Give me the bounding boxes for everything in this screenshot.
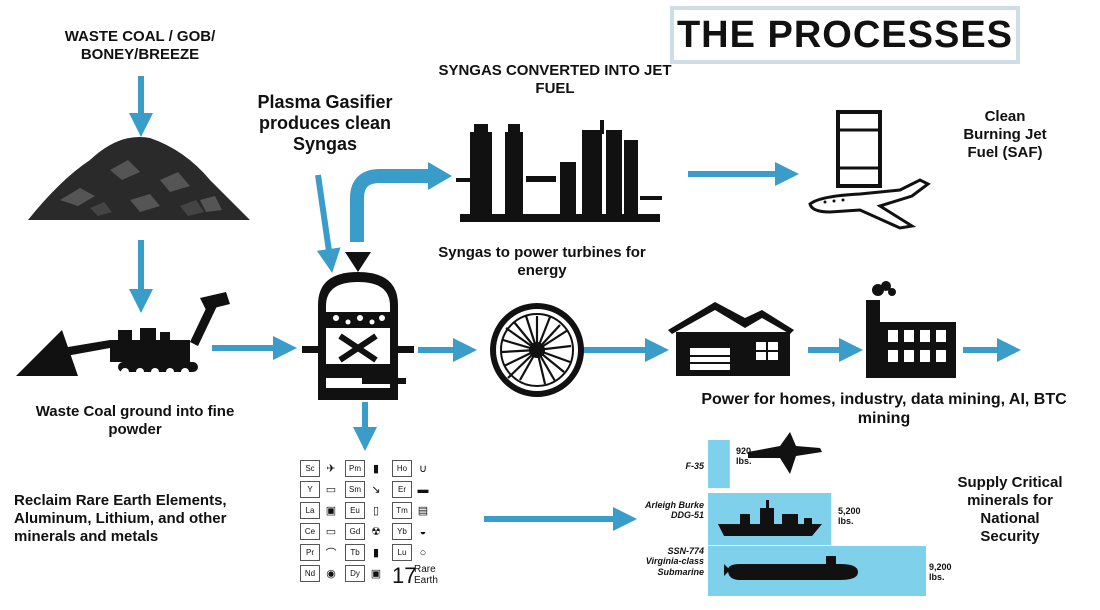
fighter-jet-icon — [748, 432, 822, 474]
element-icon: ◉ — [326, 568, 336, 580]
bar-value-ssn774: 9,200 lbs. — [929, 562, 952, 583]
refinery-icon — [456, 120, 662, 222]
syngas-power-label: Syngas to power turbines for energy — [438, 244, 646, 279]
element-cell-la: La — [300, 502, 320, 519]
submarine-icon — [724, 556, 858, 580]
syngas-jet-label: SYNGAS CONVERTED INTO JET FUEL — [438, 62, 672, 97]
element-cell-sc: Sc — [300, 460, 320, 477]
element-cell-eu: Eu — [345, 502, 365, 519]
clean-fuel-label: Clean Burning Jet Fuel (SAF) — [963, 108, 1047, 161]
element-cell-yb: Yb — [392, 523, 412, 540]
element-cell-er: Er — [392, 481, 412, 498]
element-icon: ∪ — [418, 463, 428, 475]
chart-bar-0 — [708, 440, 730, 488]
ground-powder-label: Waste Coal ground into fine powder — [35, 403, 235, 438]
element-cell-ho: Ho — [392, 460, 412, 477]
plasma-gasifier-icon — [302, 252, 414, 400]
element-icon: ▮ — [372, 547, 380, 559]
element-cell-tm: Tm — [392, 502, 412, 519]
turbine-icon — [490, 303, 584, 397]
airplane-icon — [808, 110, 931, 230]
element-icon: ▭ — [325, 484, 337, 496]
destroyer-ship-icon — [718, 500, 822, 536]
plasma-gasifier-label: Plasma Gasifier produces clean Syngas — [257, 92, 393, 155]
power-homes-label: Power for homes, industry, data mining, … — [701, 391, 1067, 428]
element-cell-tb: Tb — [345, 544, 365, 561]
rare-earth-count-label: Rare Earth — [414, 564, 438, 586]
element-cell-pm: Pm — [345, 460, 365, 477]
element-icon: ▬ — [417, 483, 429, 496]
bar-label-ddg51: Arleigh Burke DDG-51 — [644, 500, 704, 521]
reclaim-label: Reclaim Rare Earth Elements, Aluminum, L… — [14, 492, 227, 545]
arrow-syngas-up — [350, 169, 430, 242]
element-cell-sm: Sm — [345, 481, 365, 498]
element-icon: ◒ — [419, 525, 427, 538]
rare-earth-table: Sc ✈ Y ▭ La ▣ Ce ▭ Pr ⌒ Nd ◉ Pm ▮ Sm ↘ Eu ▯ Gd ☢ Tb ▮ Dy ▣ Ho ∪ Er… — [295, 458, 445, 588]
element-icon: ▣ — [325, 505, 337, 517]
element-icon: ☢ — [371, 526, 381, 538]
element-cell-dy: Dy — [345, 565, 365, 582]
coal-pile-icon — [28, 136, 250, 220]
element-cell-y: Y — [300, 481, 320, 498]
waste-coal-label: WASTE COAL / GOB/ BONEY/BREEZE — [64, 28, 216, 63]
element-icon: ⌒ — [325, 547, 337, 560]
element-icon: ▤ — [417, 505, 429, 517]
bar-value-f35: 920 lbs. — [736, 446, 752, 467]
supply-minerals-label: Supply Critical minerals for National Se… — [957, 474, 1063, 545]
bar-value-ddg51: 5,200 lbs. — [838, 506, 861, 527]
bar-label-ssn774: SSN-774 Virginia-class Submarine — [645, 546, 704, 577]
element-cell-gd: Gd — [345, 523, 365, 540]
element-cell-pr: Pr — [300, 544, 320, 561]
element-icon: ▭ — [325, 526, 337, 538]
bar-label-f35: F-35 — [685, 461, 704, 471]
arrow-plasma-down — [315, 174, 341, 273]
element-icon: ○ — [419, 546, 427, 559]
element-cell-nd: Nd — [300, 565, 320, 582]
title-box: THE PROCESSES — [670, 6, 1020, 64]
factory-icon — [866, 281, 956, 378]
element-icon: ✈ — [326, 463, 336, 475]
element-icon: ▮ — [372, 463, 380, 475]
element-cell-ce: Ce — [300, 523, 320, 540]
house-icon — [668, 302, 794, 376]
element-icon: ▣ — [370, 568, 382, 580]
element-cell-lu: Lu — [392, 544, 412, 561]
rare-earth-count: 17 — [392, 563, 417, 588]
page-title: THE PROCESSES — [676, 13, 1014, 56]
crusher-machine-icon — [16, 292, 230, 376]
element-icon: ↘ — [371, 484, 381, 496]
element-icon: ▯ — [372, 505, 380, 517]
